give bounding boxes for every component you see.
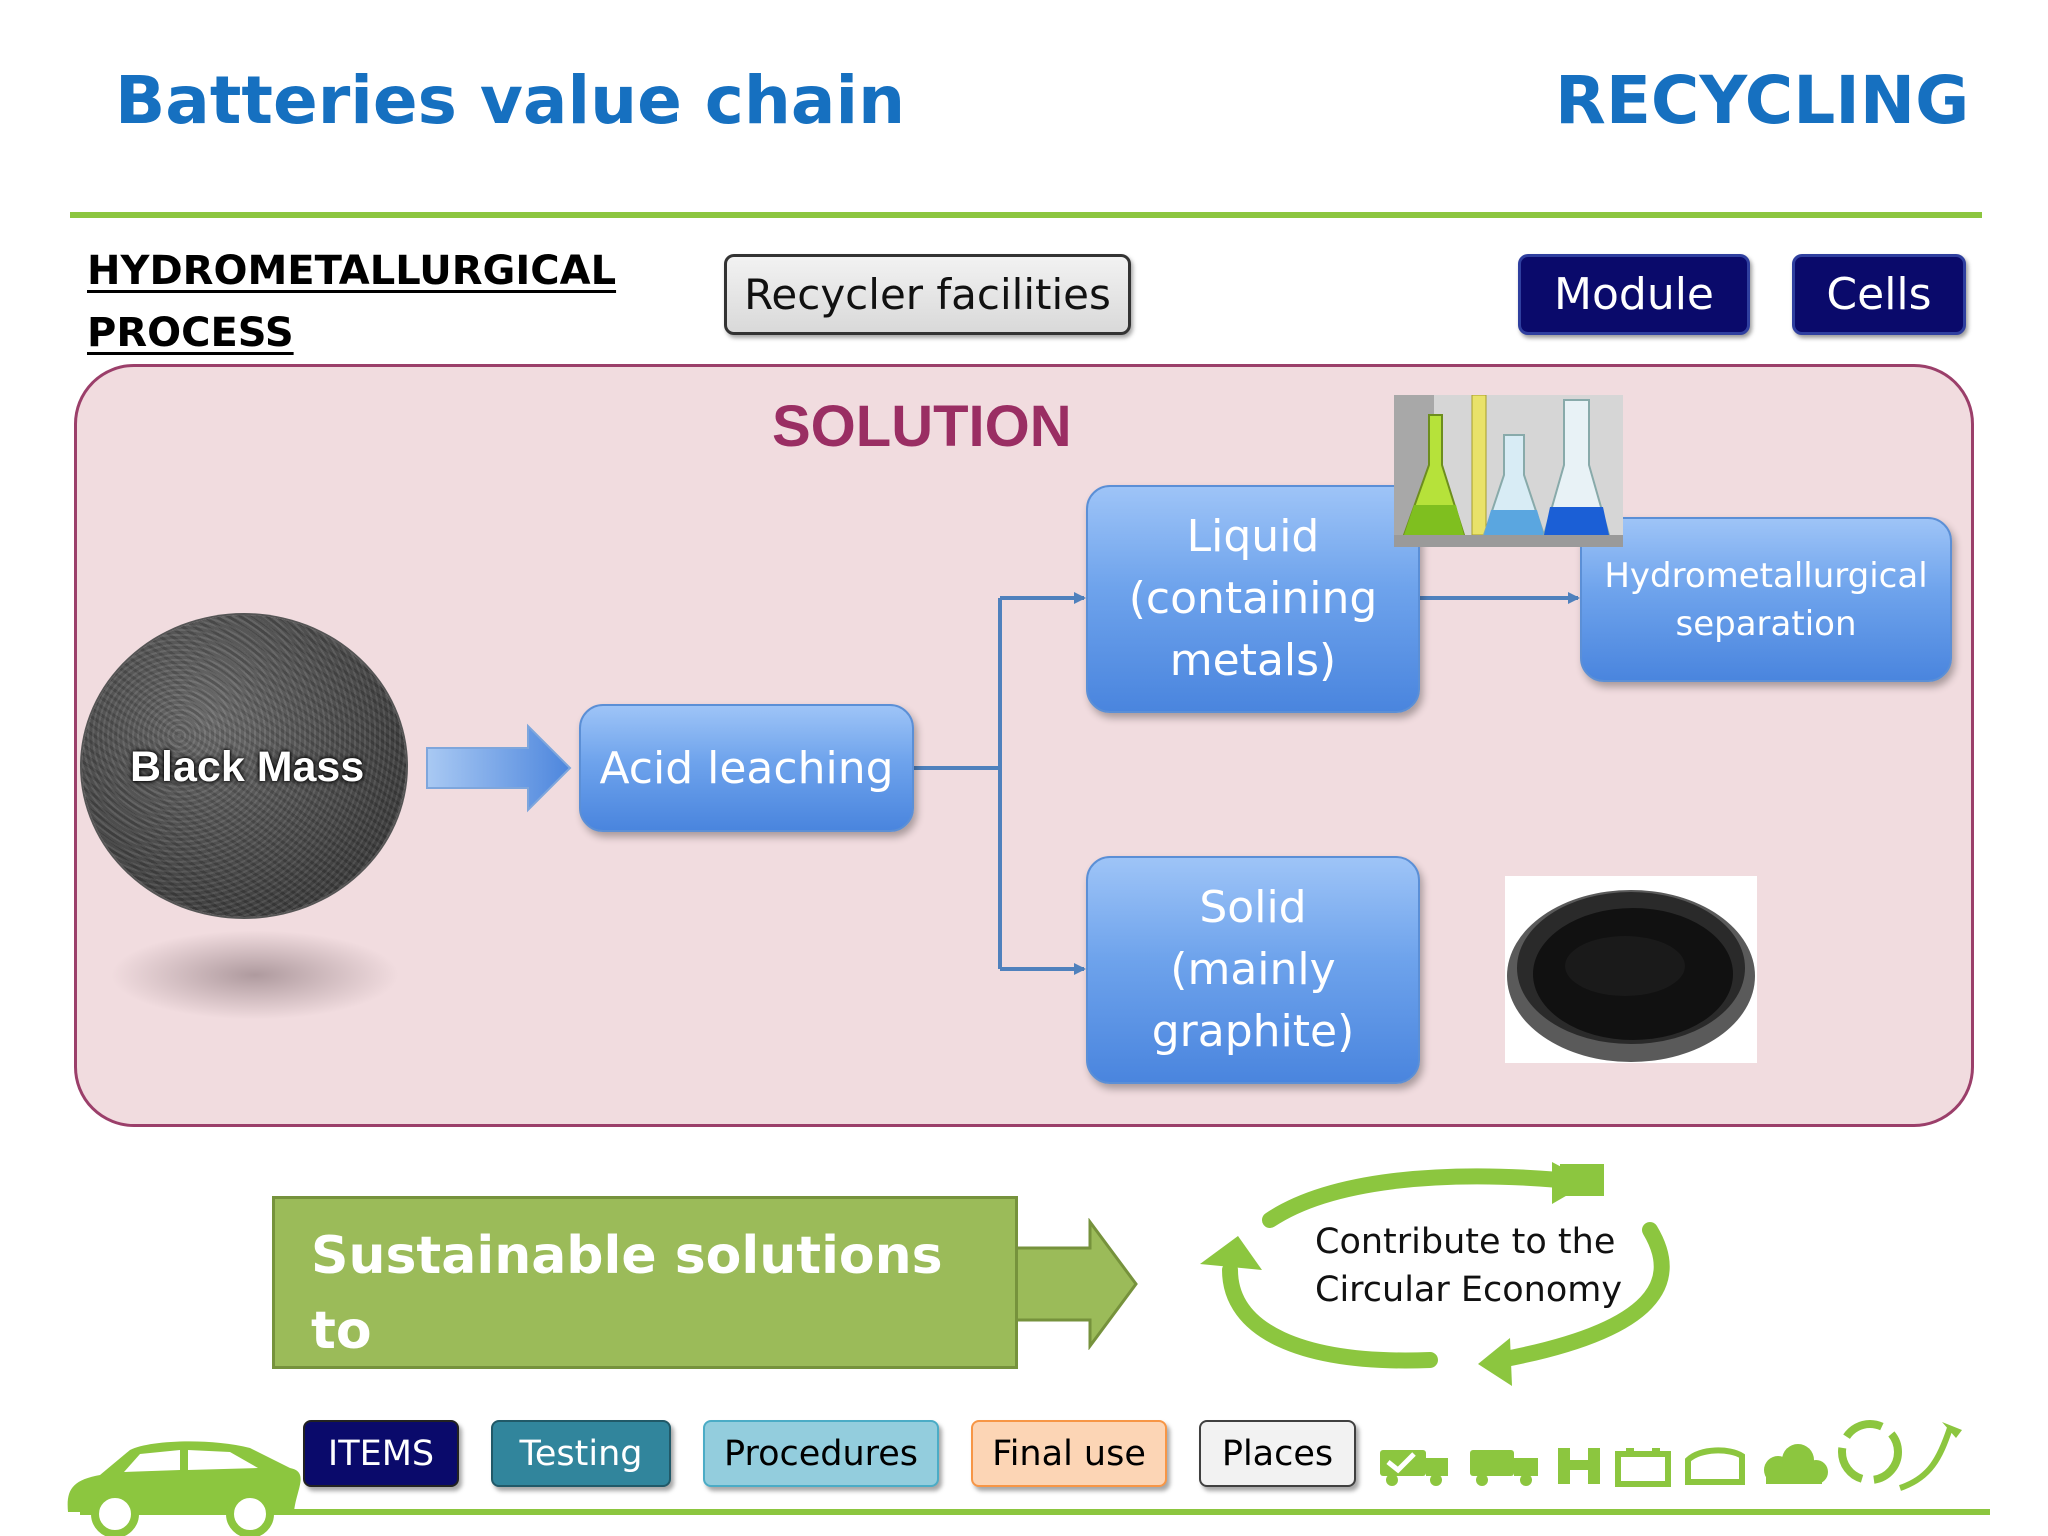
process-heading: HYDROMETALLURGICAL PROCESS (87, 240, 616, 364)
recycler-facilities-button[interactable]: Recycler facilities (724, 254, 1131, 335)
process-heading-line1: HYDROMETALLURGICAL (87, 248, 617, 294)
black-mass-shadow (110, 930, 400, 1020)
circular-economy-arrows (1200, 1162, 1670, 1386)
car-part-icon (1685, 1447, 1745, 1485)
hydrometallurgical-separation-box: Hydrometallurgical separation (1580, 517, 1952, 682)
sustainable-solutions-box: Sustainable solutions to recover key mat… (272, 1196, 1018, 1436)
sustainable-line1: Sustainable solutions to (311, 1226, 943, 1361)
module-button[interactable]: Module (1518, 254, 1750, 335)
circular-line1: Contribute to the (1315, 1222, 1616, 1262)
liquid-line3: metals) (1169, 635, 1337, 686)
acid-leaching-label: Acid leaching (599, 742, 894, 794)
liquid-box: Liquid (containing metals) (1086, 485, 1420, 713)
process-heading-line2: PROCESS (87, 310, 294, 356)
acid-leaching-box: Acid leaching (579, 704, 914, 832)
circular-economy-text: Contribute to the Circular Economy (1315, 1218, 1622, 1314)
footer-icons (1380, 1420, 1962, 1491)
cells-button[interactable]: Cells (1792, 254, 1966, 335)
plug-icon (1898, 1422, 1962, 1491)
solid-line2: (mainly (1170, 944, 1336, 995)
liquid-line1: Liquid (1186, 511, 1320, 562)
car-icon (67, 1441, 301, 1536)
section-title: RECYCLING (1555, 62, 1970, 139)
solid-line3: graphite) (1151, 1006, 1355, 1057)
final-use-button[interactable]: Final use (971, 1420, 1167, 1487)
liquid-line2: (containing (1128, 573, 1378, 624)
black-mass-image (82, 615, 406, 917)
solid-line1: Solid (1199, 882, 1307, 933)
solid-box: Solid (mainly graphite) (1086, 856, 1420, 1084)
page-title: Batteries value chain (115, 62, 906, 139)
procedures-button[interactable]: Procedures (703, 1420, 939, 1487)
recycle-icon (1838, 1420, 1902, 1484)
hydro-line2: separation (1675, 603, 1857, 644)
black-mass-label: Black Mass (130, 743, 365, 791)
items-button[interactable]: ITEMS (303, 1420, 459, 1487)
truck-icon (1470, 1450, 1538, 1486)
truck-check-icon (1380, 1450, 1448, 1486)
molecule-icon (1558, 1448, 1600, 1484)
battery-icon (1615, 1448, 1671, 1487)
lab-glassware-image (1394, 395, 1623, 547)
sustainable-arrow (1010, 1218, 1138, 1350)
header-divider (70, 212, 1982, 218)
cloud-icon (1764, 1444, 1828, 1484)
testing-button[interactable]: Testing (491, 1420, 671, 1487)
hydro-line1: Hydrometallurgical (1604, 555, 1928, 596)
solution-heading: SOLUTION (772, 394, 1072, 459)
blackmass-to-acid-arrow (426, 723, 572, 813)
graphite-powder-image (1505, 876, 1757, 1063)
places-button[interactable]: Places (1199, 1420, 1356, 1487)
footer-decoration (67, 1441, 1990, 1536)
circular-line2: Circular Economy (1315, 1270, 1623, 1310)
